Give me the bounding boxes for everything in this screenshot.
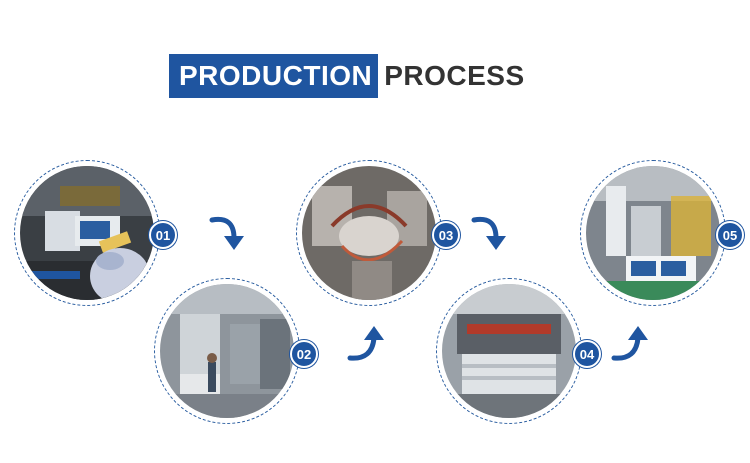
curved-arrow-up-icon — [611, 326, 648, 361]
curved-arrow-up-icon — [347, 326, 384, 361]
step-02-photo — [160, 284, 294, 418]
step-01-badge: 01 — [149, 221, 177, 249]
step-01-photo — [20, 166, 154, 300]
page-title: PRODUCTION PROCESS — [169, 54, 525, 98]
step-04-badge: 04 — [573, 340, 601, 368]
step-05-badge: 05 — [716, 221, 744, 249]
step-05-photo — [586, 166, 720, 300]
step-02-badge: 02 — [290, 340, 318, 368]
step-04-photo — [442, 284, 576, 418]
curved-arrow-down-icon — [209, 216, 244, 250]
step-03-badge: 03 — [432, 221, 460, 249]
title-rest: PROCESS — [384, 60, 525, 91]
curved-arrow-down-icon — [471, 216, 506, 250]
title-highlight: PRODUCTION — [169, 54, 379, 98]
step-03-photo — [302, 166, 436, 300]
